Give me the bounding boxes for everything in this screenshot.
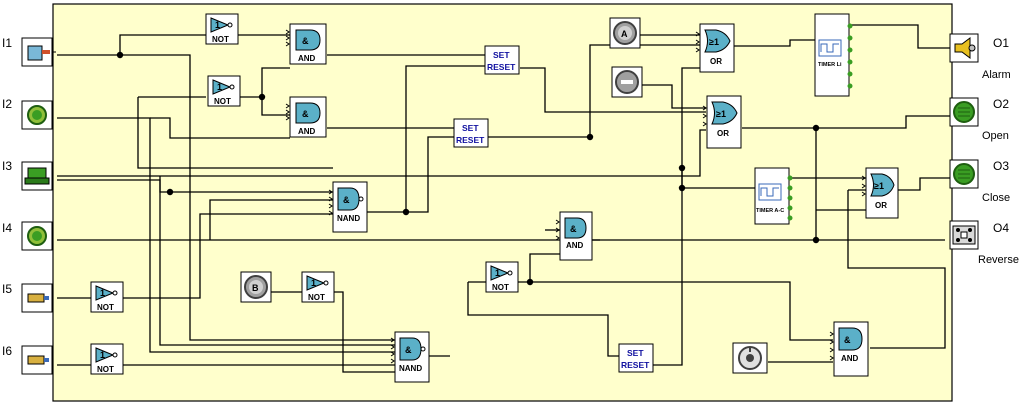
input-I5[interactable]: [21, 283, 53, 313]
set-reset-3[interactable]: SET RESET: [618, 343, 654, 373]
timer-li-label: TIMER Li: [818, 62, 842, 68]
button-b[interactable]: B: [240, 271, 272, 303]
not-label: NOT: [308, 293, 325, 302]
output-label-O3: O3: [993, 159, 1009, 173]
output-label-O1: O1: [993, 36, 1009, 50]
nand-label: NAND: [399, 364, 422, 373]
reset-label: RESET: [621, 360, 650, 370]
set-label: SET: [627, 348, 644, 358]
and-label: AND: [841, 354, 859, 363]
nand-gate-1[interactable]: & NAND: [332, 181, 368, 233]
output-O2[interactable]: [949, 97, 979, 127]
input-label-I6: I6: [2, 344, 12, 358]
or-gate-2[interactable]: ≥1 OR: [706, 95, 742, 149]
output-O3[interactable]: [949, 159, 979, 189]
and-symbol: &: [844, 335, 851, 345]
nand-gate-2[interactable]: & NAND: [394, 331, 430, 383]
output-label-O2: O2: [993, 97, 1009, 111]
timer-ac-outputs: [787, 175, 793, 221]
set-label: SET: [462, 123, 479, 133]
not-symbol: 1: [217, 82, 222, 92]
pin-marks: [285, 29, 866, 364]
input-I2[interactable]: [21, 100, 53, 130]
timer-ac-label: TIMER A-C: [756, 208, 784, 214]
not-label: NOT: [492, 283, 509, 292]
or-label: OR: [717, 129, 729, 138]
or-gate-1[interactable]: ≥1 OR: [699, 23, 735, 73]
not-symbol: 1: [215, 20, 220, 30]
not-symbol: 1: [495, 268, 500, 278]
input-label-I4: I4: [2, 221, 12, 235]
output-name-O2: Open: [982, 130, 1009, 142]
input-label-I3: I3: [2, 159, 12, 173]
wires: [57, 24, 950, 373]
and-gate-2[interactable]: & AND: [289, 96, 327, 138]
button-a[interactable]: A: [609, 17, 641, 49]
output-name-O4: Reverse: [978, 254, 1019, 266]
output-label-O4: O4: [993, 221, 1009, 235]
and-symbol: &: [570, 224, 577, 234]
not-label: NOT: [214, 97, 231, 106]
or-symbol: ≥1: [874, 181, 884, 191]
not-symbol: 1: [311, 278, 316, 288]
output-name-O1: Alarm: [982, 69, 1011, 81]
not-label: NOT: [97, 365, 114, 374]
or-symbol: ≥1: [716, 109, 726, 119]
or-label: OR: [875, 201, 887, 210]
and-label: AND: [566, 241, 584, 250]
timer-li-outputs: [847, 23, 853, 89]
not-gate-6[interactable]: 1 NOT: [485, 261, 519, 293]
not-symbol: 1: [100, 288, 105, 298]
or-gate-3[interactable]: ≥1 OR: [865, 167, 899, 219]
and-gate-1[interactable]: & AND: [289, 23, 327, 65]
output-name-O3: Close: [982, 192, 1010, 204]
timer-ac[interactable]: TIMER A-C: [754, 167, 793, 225]
output-O1[interactable]: [949, 33, 979, 63]
button-b-label: B: [252, 283, 259, 293]
or-label: OR: [710, 57, 722, 66]
and-symbol: &: [343, 195, 350, 205]
input-label-I1: I1: [2, 36, 12, 50]
not-gate-4[interactable]: 1 NOT: [90, 343, 124, 375]
not-symbol: 1: [100, 350, 105, 360]
set-reset-1[interactable]: SET RESET: [484, 45, 520, 75]
button-a-label: A: [621, 29, 628, 39]
and-label: AND: [298, 127, 316, 136]
key-switch[interactable]: [732, 342, 768, 374]
input-I4[interactable]: [21, 221, 53, 251]
not-gate-5[interactable]: 1 NOT: [301, 271, 335, 303]
timer-li[interactable]: TIMER Li: [814, 13, 853, 97]
not-gate-1[interactable]: 1 NOT: [205, 13, 239, 45]
nand-label: NAND: [337, 214, 360, 223]
input-I3[interactable]: [21, 161, 53, 191]
set-reset-2[interactable]: SET RESET: [453, 118, 489, 148]
output-O4[interactable]: [949, 220, 979, 250]
not-label: NOT: [212, 35, 229, 44]
and-symbol: &: [302, 109, 309, 119]
not-gate-3[interactable]: 1 NOT: [90, 281, 124, 313]
and-gate-4[interactable]: & AND: [833, 321, 869, 377]
input-label-I2: I2: [2, 97, 12, 111]
input-I1[interactable]: [21, 37, 56, 67]
input-I6[interactable]: [21, 345, 53, 375]
and-symbol: &: [405, 345, 412, 355]
junction-dots: [116, 51, 820, 286]
reset-label: RESET: [487, 62, 516, 72]
and-label: AND: [298, 54, 316, 63]
not-label: NOT: [97, 303, 114, 312]
lamp-button[interactable]: [611, 66, 643, 98]
set-label: SET: [493, 50, 510, 60]
not-gate-2[interactable]: 1 NOT: [207, 75, 241, 107]
and-gate-3[interactable]: & AND: [559, 211, 593, 261]
and-symbol: &: [302, 36, 309, 46]
input-label-I5: I5: [2, 282, 12, 296]
or-symbol: ≥1: [709, 37, 719, 47]
reset-label: RESET: [456, 135, 485, 145]
